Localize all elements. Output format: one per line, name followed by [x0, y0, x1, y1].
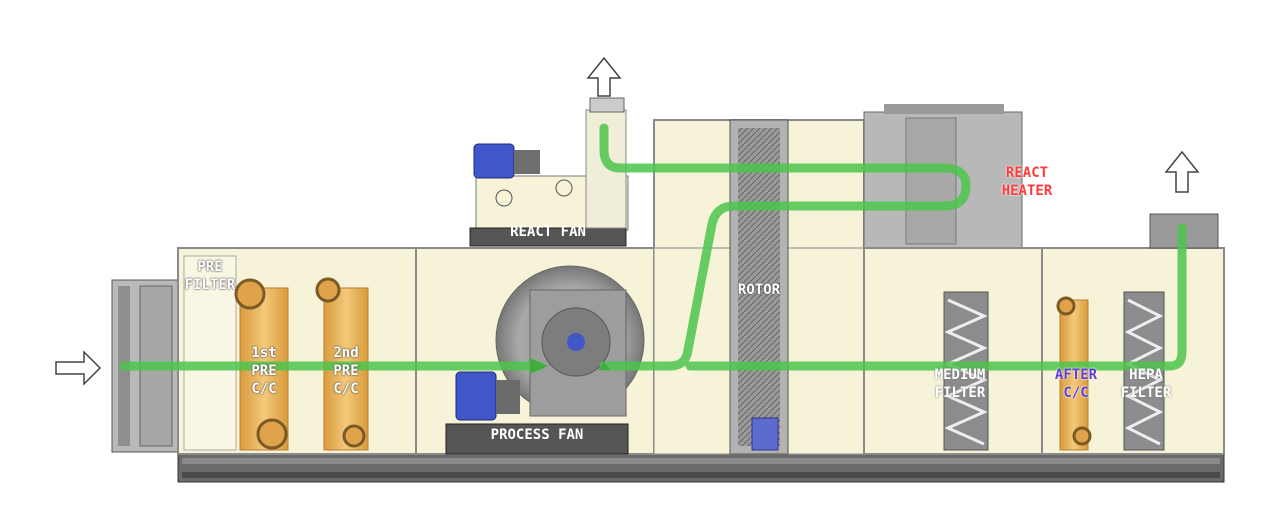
- hepa-filter-label: HEPA FILTER: [1116, 366, 1176, 402]
- process-fan-label: PROCESS FAN: [490, 427, 584, 443]
- react-fan-label: REACT FAN: [510, 224, 586, 240]
- arrow-up-icon: [1164, 150, 1200, 193]
- airflow-arrowhead: [598, 362, 610, 370]
- pre-filter-label-line1: PRE: [197, 259, 223, 275]
- react-heater-label: REACT HEATER: [990, 164, 1064, 200]
- second-pre-cc-label: 2nd PRE C/C: [324, 344, 368, 398]
- first-pre-cc-label: 1st PRE C/C: [240, 344, 288, 398]
- second-pre-cc-line2: PRE: [333, 363, 359, 379]
- airflow-path: [119, 123, 1187, 371]
- react-heater-line2: HEATER: [1001, 183, 1053, 199]
- section-rotor: [653, 119, 865, 455]
- pre-filter-label: PRE FILTER: [182, 258, 238, 294]
- first-pre-cc-line1: 1st: [251, 345, 277, 361]
- medium-filter-label: MEDIUM FILTER: [926, 366, 994, 402]
- react-heater-line1: REACT: [1005, 165, 1049, 181]
- pre-filter-label-line2: FILTER: [184, 277, 236, 293]
- arrow-right-icon: [55, 350, 102, 386]
- react-fan-unit: [469, 97, 629, 247]
- base-frame: [177, 451, 1225, 483]
- after-cc-line1: AFTER: [1054, 367, 1098, 383]
- section-medium-filter: [863, 247, 1043, 455]
- after-cc-line2: C/C: [1063, 385, 1089, 401]
- medium-filter-line2: FILTER: [934, 385, 986, 401]
- first-pre-cc-line2: PRE: [251, 363, 277, 379]
- medium-filter-line1: MEDIUM: [934, 367, 986, 383]
- section-process-fan: [415, 247, 655, 455]
- section-after-hepa: [1041, 213, 1225, 455]
- airflow-arrowhead: [530, 358, 548, 374]
- after-cc-label: AFTER C/C: [1046, 366, 1106, 402]
- hepa-filter-line2: FILTER: [1120, 385, 1172, 401]
- first-pre-cc-line3: C/C: [251, 381, 277, 397]
- hepa-filter-line1: HEPA: [1129, 367, 1163, 383]
- arrow-up-icon: [586, 56, 622, 97]
- second-pre-cc-line3: C/C: [333, 381, 359, 397]
- rotor-label: ROTOR: [737, 282, 781, 298]
- second-pre-cc-line1: 2nd: [333, 345, 359, 361]
